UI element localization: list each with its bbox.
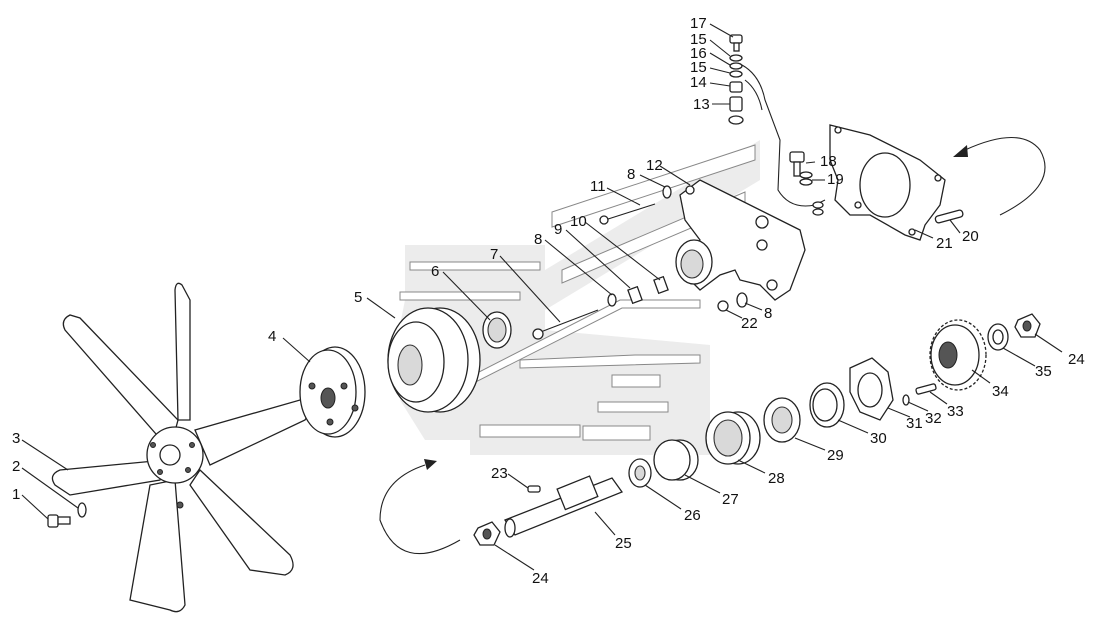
coolant-pipe xyxy=(741,64,826,207)
gasket-21 xyxy=(829,124,946,241)
union-14 xyxy=(729,81,743,93)
callout-17: 17 xyxy=(690,15,707,32)
callout-15-lower: 15 xyxy=(690,59,707,76)
callout-5: 5 xyxy=(354,289,362,306)
callout-12: 12 xyxy=(646,157,663,174)
nut-9 xyxy=(627,285,643,305)
callout-34: 34 xyxy=(992,383,1009,400)
callout-19: 19 xyxy=(827,171,844,188)
washer-15-lower xyxy=(729,70,743,78)
callout-21: 21 xyxy=(936,235,953,252)
callout-26: 26 xyxy=(684,507,701,524)
callout-18: 18 xyxy=(820,153,837,170)
callout-7: 7 xyxy=(490,246,498,263)
nut-24-left xyxy=(473,521,501,546)
water-pump-pulley xyxy=(387,307,481,413)
callout-8-middle: 8 xyxy=(534,231,542,248)
assembly-arrow-right xyxy=(953,136,1046,216)
callout-2: 2 xyxy=(12,458,20,475)
nut-24-right xyxy=(1014,313,1041,338)
callout-labels: 1 2 3 4 5 6 7 8 8 8 9 10 11 12 13 14 15 … xyxy=(12,15,1085,587)
callout-8-upper: 8 xyxy=(627,166,635,183)
fan-bolt xyxy=(47,514,71,528)
washer-35 xyxy=(987,323,1009,351)
callout-33: 33 xyxy=(947,403,964,420)
nut-22 xyxy=(717,300,729,312)
washer-16 xyxy=(729,62,743,70)
pump-shaft-25 xyxy=(504,475,624,538)
seal-washer-19 xyxy=(799,171,824,216)
callout-14: 14 xyxy=(690,74,707,91)
dowel-pin-20 xyxy=(934,209,964,224)
bolt-33 xyxy=(915,383,937,395)
callout-3: 3 xyxy=(12,430,20,447)
oil-seal-30 xyxy=(809,382,845,428)
callout-32: 32 xyxy=(925,410,942,427)
pin-10 xyxy=(653,275,669,295)
callout-31: 31 xyxy=(906,415,923,432)
washer-8-upper xyxy=(662,185,672,199)
callout-24-right: 24 xyxy=(1068,351,1085,368)
stud-bolt-7 xyxy=(532,309,599,340)
water-pump-housing xyxy=(675,179,806,301)
washer-32 xyxy=(902,394,910,406)
callout-29: 29 xyxy=(827,447,844,464)
callout-22: 22 xyxy=(741,315,758,332)
cover-plate-31 xyxy=(849,357,894,421)
callout-20: 20 xyxy=(962,228,979,245)
long-bolt-11 xyxy=(599,203,656,225)
callout-10: 10 xyxy=(570,213,587,230)
bearing-housing-28 xyxy=(705,411,761,465)
callout-16: 16 xyxy=(690,45,707,62)
callout-24-left: 24 xyxy=(532,570,549,587)
callout-23: 23 xyxy=(491,465,508,482)
drive-gear-34 xyxy=(929,319,987,391)
callout-27: 27 xyxy=(722,491,739,508)
callout-15-upper: 15 xyxy=(690,31,707,48)
key-23 xyxy=(527,485,541,493)
callout-6: 6 xyxy=(431,263,439,280)
union-13 xyxy=(728,96,744,125)
banjo-bolt-18 xyxy=(789,151,805,177)
callout-13: 13 xyxy=(693,96,710,113)
cap-screw-17 xyxy=(729,34,743,52)
callout-11: 11 xyxy=(590,178,606,195)
callout-25: 25 xyxy=(615,535,632,552)
leader-lines xyxy=(21,23,1063,571)
bearing-29 xyxy=(763,397,801,443)
washer-8-middle xyxy=(607,293,617,307)
bushing-27 xyxy=(653,439,699,481)
callout-30: 30 xyxy=(870,430,887,447)
washer-15-upper xyxy=(729,54,743,62)
fan-blade-assembly xyxy=(51,282,310,613)
seal-ring xyxy=(482,311,512,349)
spacer-26 xyxy=(628,458,652,488)
assembly-arrow-left xyxy=(379,459,461,555)
callout-9: 9 xyxy=(554,221,562,238)
callout-8-right: 8 xyxy=(764,305,772,322)
fan-washer xyxy=(77,502,87,518)
callout-28: 28 xyxy=(768,470,785,487)
callout-1: 1 xyxy=(12,486,20,503)
fan-hub xyxy=(299,346,366,438)
washer-8-right xyxy=(736,292,748,308)
callout-4: 4 xyxy=(268,328,276,345)
callout-35: 35 xyxy=(1035,363,1052,380)
